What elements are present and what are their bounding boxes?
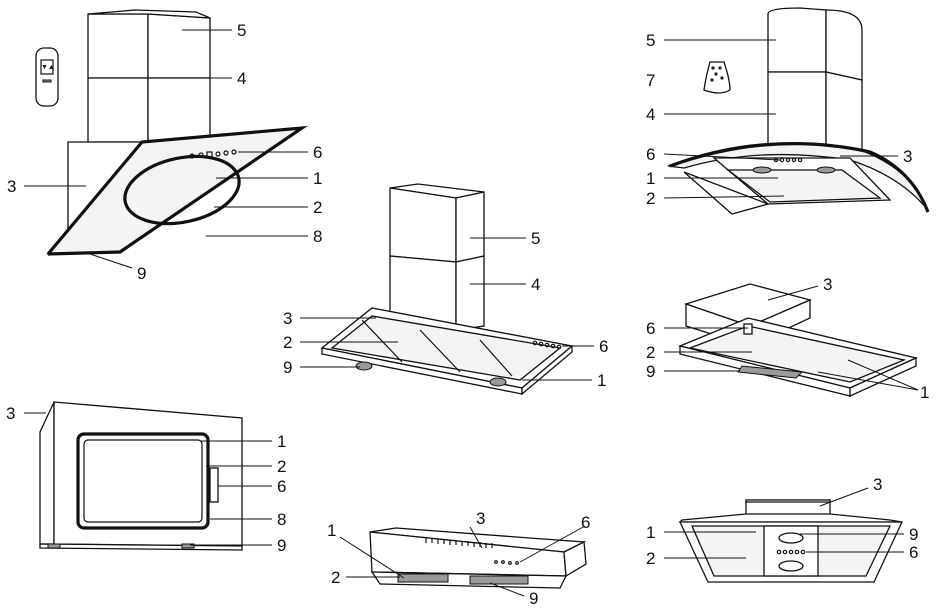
canopy-side xyxy=(849,356,917,398)
chimney-lower-front xyxy=(767,71,827,147)
angled-glass-hood: ▼▲ 5 4 6 3 1 2 8 9 xyxy=(7,9,322,283)
hood-top xyxy=(678,513,903,523)
chimney-lower-side xyxy=(825,71,863,151)
remote-control xyxy=(703,61,731,94)
box-hood: 3 6 2 9 1 xyxy=(646,275,929,402)
callout-label: 4 xyxy=(237,69,246,88)
chimney-upper-front xyxy=(87,13,149,79)
chimney-upper-side xyxy=(147,13,211,79)
callout-label: 2 xyxy=(277,457,286,476)
callout-label: 5 xyxy=(646,31,655,50)
callout-label: 1 xyxy=(646,523,655,542)
curved-glass-edge xyxy=(669,142,930,213)
hood-side xyxy=(563,540,587,578)
callout-label: 6 xyxy=(277,477,286,496)
callout-label: 3 xyxy=(476,509,485,528)
callout-label: 1 xyxy=(597,371,606,390)
control-panel-dots xyxy=(532,340,562,350)
chimney-lower-side xyxy=(147,77,211,143)
callout-label: 3 xyxy=(823,275,832,294)
callout-label: 6 xyxy=(581,513,590,532)
callout-label: 6 xyxy=(313,143,322,162)
callout-label: 3 xyxy=(7,177,16,196)
callout-label: 3 xyxy=(873,475,882,494)
chimney-lower-side xyxy=(455,255,485,331)
callout-label: 2 xyxy=(283,333,292,352)
callout-label: 9 xyxy=(529,589,538,608)
control-panel xyxy=(209,467,219,503)
callout-label: 2 xyxy=(331,568,340,587)
grille xyxy=(737,365,804,379)
callout-label: 9 xyxy=(909,525,918,544)
callout-label: 8 xyxy=(277,510,286,529)
callout-label: 5 xyxy=(237,21,246,40)
callout-label: 5 xyxy=(531,229,540,248)
callout-label: 2 xyxy=(646,549,655,568)
side-fin xyxy=(683,171,771,215)
callout-label: 1 xyxy=(327,521,336,540)
slim-hood: 3 1 6 2 9 xyxy=(327,509,590,608)
callout-label: 4 xyxy=(531,275,540,294)
chimney-lower-front xyxy=(87,77,149,143)
chimney-hood-center: 5 4 3 2 6 9 1 xyxy=(283,183,608,396)
glass-panel-edge xyxy=(46,125,308,256)
callout-label: 6 xyxy=(599,337,608,356)
callout-label: 4 xyxy=(646,105,655,124)
callout-label: 1 xyxy=(920,383,929,402)
side-body xyxy=(39,401,55,545)
callout-label: 6 xyxy=(646,145,655,164)
chimney-upper-front xyxy=(767,7,827,73)
curved-glass-hood: 5 7 4 6 3 1 2 xyxy=(646,7,930,215)
canopy-side-edge xyxy=(521,344,573,396)
glass-window xyxy=(76,432,210,530)
vent-slots xyxy=(425,538,493,548)
callout-label: 1 xyxy=(313,169,322,188)
callout-label: 9 xyxy=(646,362,655,381)
callout-label: 3 xyxy=(6,404,15,423)
chimney-upper-side xyxy=(825,9,863,81)
control-panel-dots xyxy=(776,549,806,555)
island-hood: 3 1 9 2 6 xyxy=(646,475,918,583)
callout-label: 3 xyxy=(283,309,292,328)
callout-label: 9 xyxy=(137,264,146,283)
control-panel-dots xyxy=(189,149,237,159)
svg-text:▼▲: ▼▲ xyxy=(41,64,55,71)
callout-label: 9 xyxy=(283,358,292,377)
callout-label: 3 xyxy=(903,147,912,166)
chimney-upper-side xyxy=(455,191,485,263)
callout-label: 1 xyxy=(646,169,655,188)
callout-label: 6 xyxy=(909,543,918,562)
remote-control: ▼▲ xyxy=(35,47,59,107)
chimney-top xyxy=(87,9,211,19)
callout-label: 6 xyxy=(646,319,655,338)
canopy-underside xyxy=(687,325,907,383)
control-panel-dots xyxy=(494,560,519,565)
callout-label: 7 xyxy=(646,71,655,90)
callout-label: 2 xyxy=(646,343,655,362)
callout-label: 8 xyxy=(313,227,322,246)
callout-label: 2 xyxy=(313,198,322,217)
callout-label: 9 xyxy=(277,536,286,555)
wall-glass-hood: 3 1 2 6 8 9 xyxy=(6,401,286,555)
chimney-upper-front xyxy=(389,187,457,263)
callout-label: 1 xyxy=(277,432,286,451)
callout-label: 2 xyxy=(646,189,655,208)
